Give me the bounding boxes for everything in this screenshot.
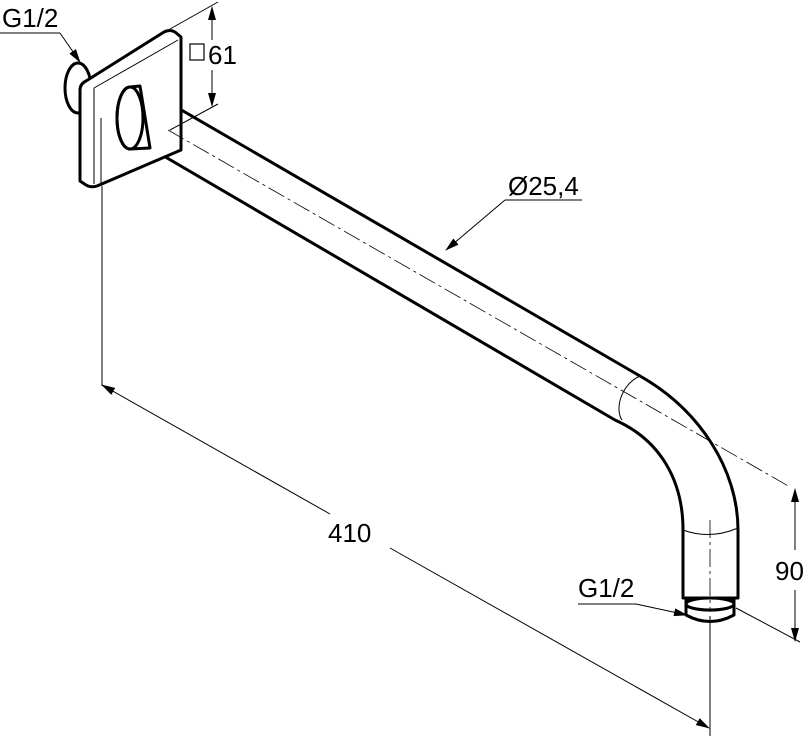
flange-size-label: 61 [208,40,237,70]
pipe-diameter-label: Ø25,4 [508,171,579,201]
drop-dimension: 90 [735,488,804,643]
inlet-thread-callout: G1/2 [0,3,81,63]
pipe-arm [115,84,740,600]
pipe-centerline [167,129,791,488]
pipe-diameter-callout: Ø25,4 [445,171,582,251]
projection-dimension: 410 [101,186,711,736]
drop-label: 90 [775,556,804,586]
flange-size-dimension: 61 [169,1,237,131]
wall-flange [78,29,183,189]
inlet-thread-label: G1/2 [2,3,58,33]
outlet-thread-callout: G1/2 [578,573,688,617]
projection-label: 410 [328,518,371,548]
outlet-thread-label: G1/2 [578,573,634,603]
square-symbol-icon [189,43,205,61]
